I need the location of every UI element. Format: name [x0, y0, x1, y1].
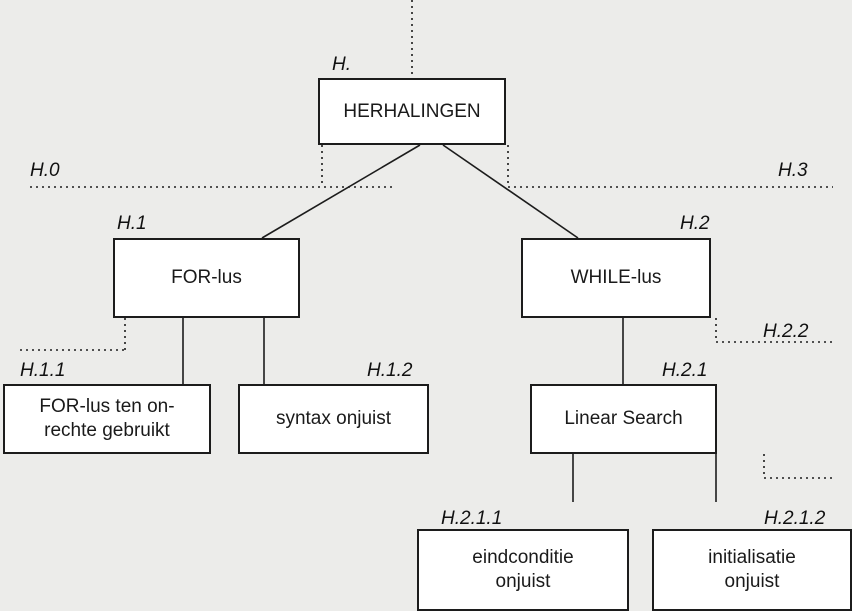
node-for-lus-ten-onrechte-gebruikt: FOR-lus ten on- rechte gebruikt: [3, 384, 211, 454]
node-text: syntax onjuist: [275, 408, 392, 429]
node-text: HERHALINGEN: [343, 100, 481, 122]
branch-label-H0: H.0: [30, 160, 60, 181]
node-label-H11: H.1.1: [20, 360, 66, 381]
node-while-lus: WHILE-lus: [521, 238, 711, 318]
node-text: FOR-lus ten on- rechte gebruikt: [39, 396, 175, 441]
node-label-H211: H.2.1.1: [441, 508, 503, 529]
node-label-H212: H.2.1.2: [764, 508, 826, 529]
node-herhalingen: HERHALINGEN: [318, 78, 506, 145]
node-label-H: H.: [332, 54, 351, 75]
node-text: initialisatie onjuist: [708, 547, 796, 592]
node-label-H21: H.2.1: [662, 360, 708, 381]
node-text: Linear Search: [564, 408, 683, 429]
node-linear-search: Linear Search: [530, 384, 717, 454]
node-syntax-onjuist: syntax onjuist: [238, 384, 429, 454]
node-for-lus: FOR-lus: [113, 238, 300, 318]
branch-label-H3: H.3: [778, 160, 808, 181]
node-initialisatie-onjuist: initialisatie onjuist: [652, 529, 852, 611]
node-label-H1: H.1: [117, 213, 147, 234]
node-label-H2: H.2: [680, 213, 710, 234]
node-text: FOR-lus: [171, 267, 242, 288]
node-eindconditie-onjuist: eindconditie onjuist: [417, 529, 629, 611]
edge-H-H1: [261, 144, 421, 239]
node-text: eindconditie onjuist: [472, 547, 574, 592]
edge-H-H2: [442, 144, 579, 239]
branch-label-H22: H.2.2: [763, 321, 809, 342]
node-text: WHILE-lus: [570, 267, 662, 288]
node-label-H12: H.1.2: [367, 360, 413, 381]
